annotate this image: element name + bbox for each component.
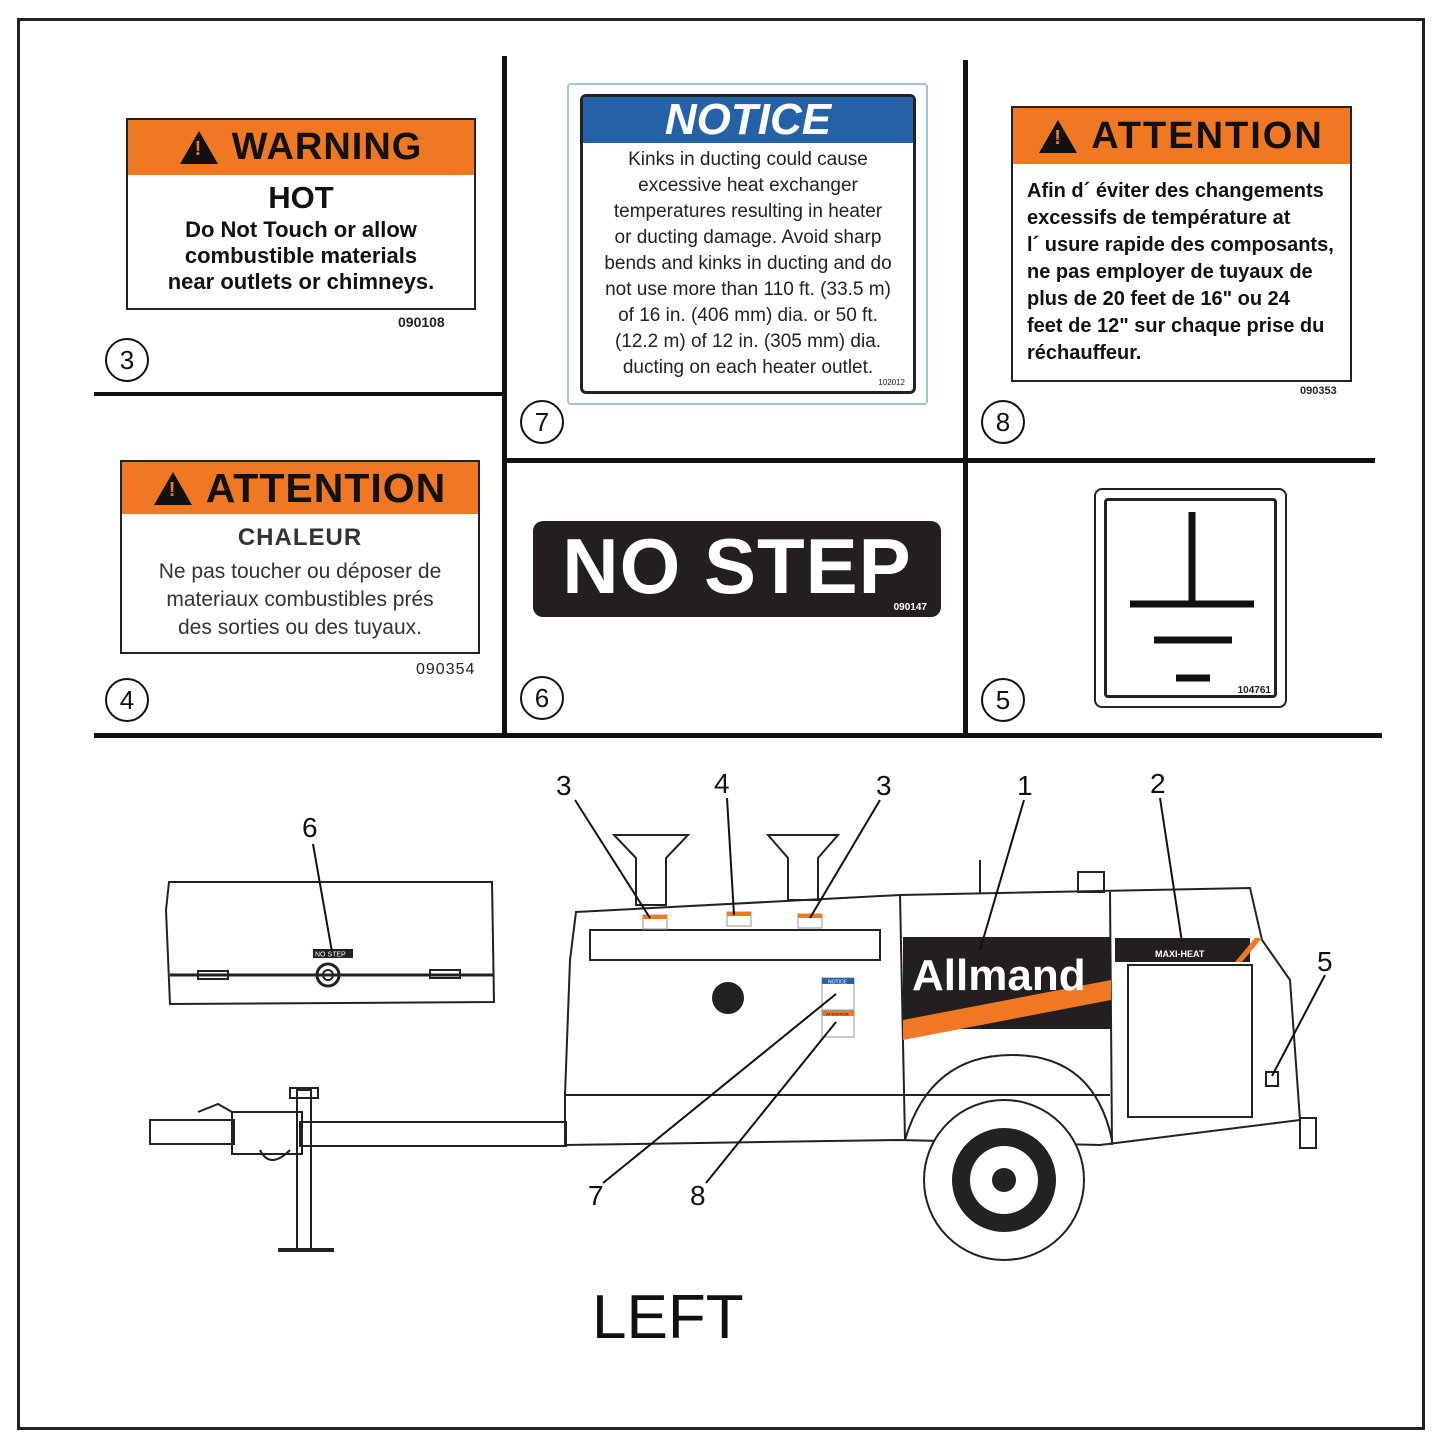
notice-label: NOTICE Kinks in ducting could cause exce… xyxy=(580,94,916,394)
attention-chaleur-title: CHALEUR xyxy=(237,524,363,551)
item-number-circle: 3 xyxy=(105,338,149,382)
callout-number: 8 xyxy=(690,1180,706,1211)
attention-long-line: Afin d´ éviter des changements xyxy=(1027,180,1324,202)
warning-line: Do Not Touch or allow xyxy=(185,217,417,242)
notice-line: ducting on each heater outlet. xyxy=(622,357,874,378)
warning-line: combustible materials xyxy=(184,243,418,268)
no-step-text: NO STEP xyxy=(562,521,912,610)
warning-header: WARNING xyxy=(128,120,474,175)
attention-long-header-text: ATTENTION xyxy=(1091,114,1324,157)
attention-long-line: l´ usure rapide des composants, xyxy=(1027,234,1334,256)
callout-number: 6 xyxy=(302,812,318,843)
item-number-circle: 5 xyxy=(981,678,1025,722)
attention-chaleur-header-text: ATTENTION xyxy=(205,464,447,511)
attention-chaleur-line: materiaux combustibles prés xyxy=(166,588,434,611)
item-number-circle: 7 xyxy=(520,400,564,444)
callout-number: 7 xyxy=(588,1180,604,1211)
attention-triangle-icon xyxy=(153,471,192,505)
attention-long-line: plus de 20 feet de 16" ou 24 xyxy=(1027,288,1290,310)
notice-line: of 16 in. (406 mm) dia. or 50 ft. xyxy=(618,305,878,326)
attention-long-line: feet de 12" sur chaque prise du xyxy=(1027,315,1325,337)
divider xyxy=(507,458,1375,463)
view-label: LEFT xyxy=(592,1283,744,1352)
warning-code: 090108 xyxy=(398,314,445,330)
attention-triangle-icon xyxy=(1039,119,1078,153)
attention-long-text: Afin d´ éviter des changements excessifs… xyxy=(1027,178,1350,367)
callout-number: 2 xyxy=(1150,768,1166,799)
no-step-label: NO STEP 090147 xyxy=(533,521,941,617)
attention-chaleur-label: ATTENTION CHALEUR Ne pas toucher ou dépo… xyxy=(120,460,480,654)
attention-chaleur-code: 090354 xyxy=(416,661,476,678)
callout-number: 3 xyxy=(556,770,572,801)
notice-header-text: NOTICE xyxy=(664,95,832,144)
callout-number: 3 xyxy=(876,770,892,801)
attention-chaleur-text: Ne pas toucher ou déposer de materiaux c… xyxy=(122,558,478,642)
notice-label-outline xyxy=(567,83,928,405)
attention-chaleur-header: ATTENTION xyxy=(122,462,478,514)
attention-long-line: excessifs de température at xyxy=(1027,207,1291,229)
attention-chaleur-line: des sorties ou des tuyaux. xyxy=(178,616,422,639)
item-number-circle: 4 xyxy=(105,678,149,722)
notice-line: (12.2 m) of 12 in. (305 mm) dia. xyxy=(614,331,882,352)
warning-triangle-icon xyxy=(179,131,218,164)
warning-label: WARNING HOT Do Not Touch or allow combus… xyxy=(126,118,476,310)
attention-long-header: ATTENTION xyxy=(1013,108,1350,164)
attention-long-line: ne pas employer de tuyaux de xyxy=(1027,261,1313,283)
ground-symbol-icon xyxy=(1130,512,1254,682)
item-number-circle: 6 xyxy=(520,676,564,720)
notice-code: 102012 xyxy=(878,378,905,387)
warning-text: Do Not Touch or allow combustible materi… xyxy=(128,217,474,295)
divider xyxy=(94,733,1382,738)
no-step-code: 090147 xyxy=(893,602,927,613)
warning-title: HOT xyxy=(268,180,334,215)
ground-code: 104761 xyxy=(1237,685,1271,696)
divider xyxy=(963,60,968,734)
attention-chaleur-line: Ne pas toucher ou déposer de xyxy=(158,560,442,583)
callout-number: 4 xyxy=(714,768,730,799)
attention-long-code: 090353 xyxy=(1300,385,1337,397)
notice-line: not use more than 110 ft. (33.5 m) xyxy=(605,279,891,300)
divider xyxy=(94,392,504,396)
attention-long-label: ATTENTION Afin d´ éviter des changements… xyxy=(1011,106,1352,382)
attention-long-line: réchauffeur. xyxy=(1027,342,1142,364)
warning-line: near outlets or chimneys. xyxy=(167,269,435,294)
divider xyxy=(502,56,507,734)
callout-number: 5 xyxy=(1317,946,1333,977)
ground-label-inner xyxy=(1104,498,1277,698)
notice-header: NOTICE xyxy=(583,95,913,144)
warning-header-text: WARNING xyxy=(231,126,423,168)
ground-label: 104761 xyxy=(1094,488,1287,708)
notice-line: bends and kinks in ducting and do xyxy=(604,253,892,274)
notice-line: Kinks in ducting could cause xyxy=(628,149,868,170)
notice-line: excessive heat exchanger xyxy=(638,175,858,196)
notice-text: Kinks in ducting could cause excessive h… xyxy=(583,147,913,381)
item-number-circle: 8 xyxy=(981,400,1025,444)
outer-frame xyxy=(17,18,1425,1430)
callout-number: 1 xyxy=(1017,770,1033,801)
notice-line: or ducting damage. Avoid sharp xyxy=(614,227,882,248)
notice-line: temperatures resulting in heater xyxy=(613,201,883,222)
